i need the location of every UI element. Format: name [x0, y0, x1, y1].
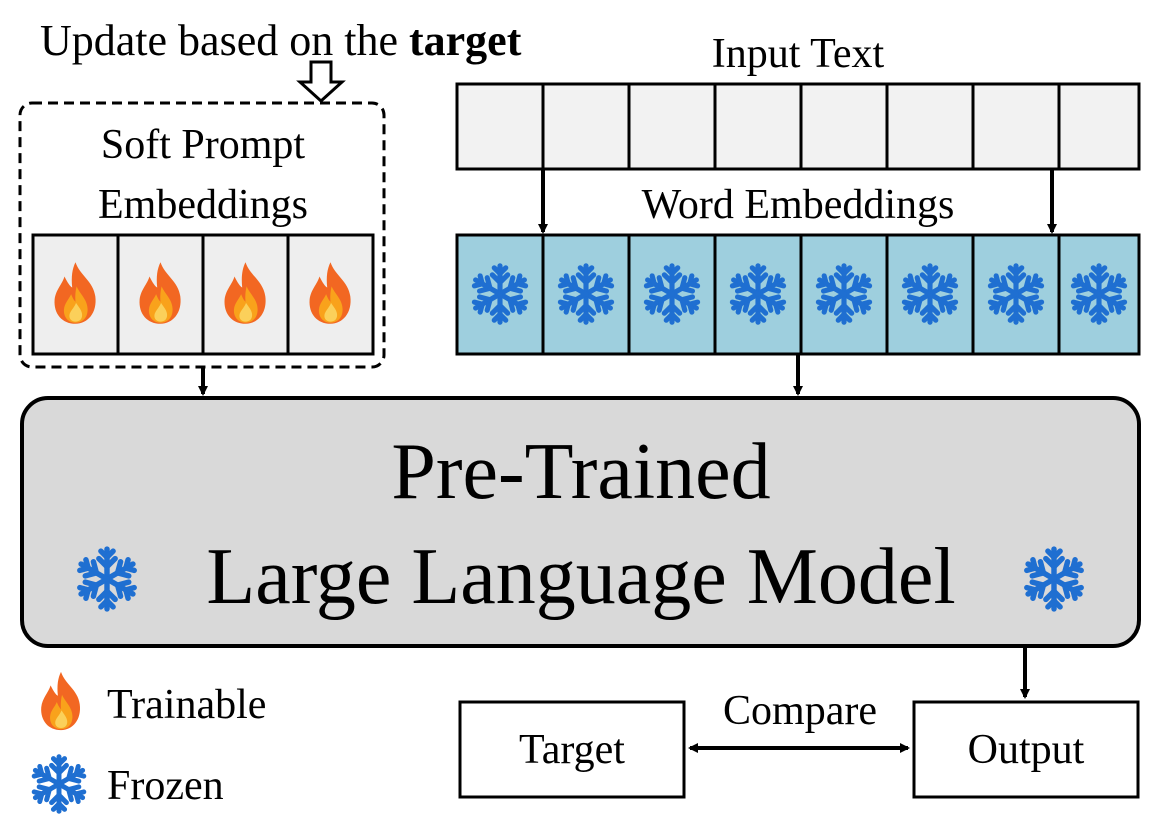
output-box — [912, 700, 1140, 799]
target-label: Target — [519, 727, 625, 773]
input-token-cell — [455, 82, 545, 171]
legend-frozen-label: Frozen — [107, 763, 224, 809]
word-embedding-cells — [455, 233, 1141, 356]
compare-label: Compare — [723, 688, 877, 734]
input-token-cell — [971, 82, 1061, 171]
llm-title-line1: Pre-Trained — [391, 428, 770, 516]
input-token-cell — [1057, 82, 1141, 171]
llm-box — [20, 396, 1141, 648]
target-box — [458, 700, 686, 799]
fire-icon — [41, 671, 81, 731]
word-embeddings-label: Word Embeddings — [642, 182, 955, 228]
input-text-label: Input Text — [712, 31, 885, 77]
soft-prompt-cells — [31, 233, 375, 356]
update-caption: Update based on the target — [40, 16, 522, 65]
soft-prompt-title-line1: Soft Prompt — [101, 122, 306, 168]
input-token-cell — [541, 82, 631, 171]
input-token-cell — [799, 82, 889, 171]
soft-prompt-title-line2: Embeddings — [98, 182, 308, 228]
output-label: Output — [968, 727, 1085, 773]
input-text-cells — [455, 82, 1141, 171]
legend-trainable-label: Trainable — [107, 682, 266, 728]
snowflake-icon — [32, 757, 87, 812]
input-token-cell — [627, 82, 717, 171]
input-token-cell — [713, 82, 803, 171]
input-token-cell — [885, 82, 975, 171]
update-arrow-icon — [296, 60, 346, 104]
llm-title-line2: Large Language Model — [206, 533, 955, 621]
